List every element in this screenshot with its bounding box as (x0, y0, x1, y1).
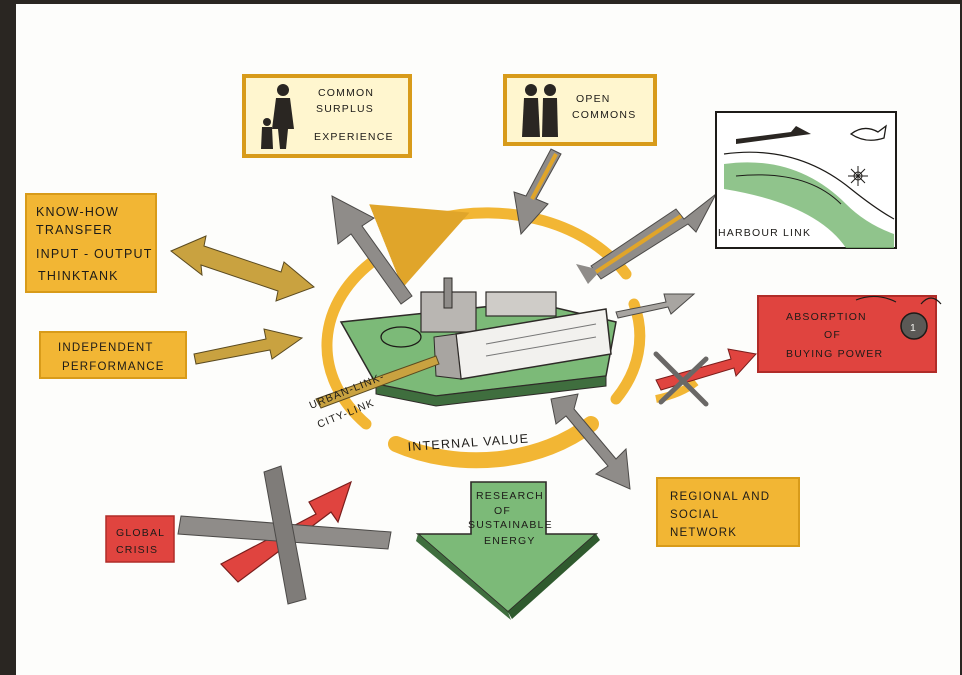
arrow-from-open-commons (513, 148, 562, 236)
arrow-know-how-double (170, 235, 315, 302)
research-line-4: ENERGY (484, 535, 536, 547)
know-how-line-1: KNOW-HOW (36, 205, 119, 219)
absorption-line-1: ABSORPTION (786, 311, 867, 323)
common-surplus-line-2: SURPLUS (316, 103, 374, 115)
absorption-line-3: BUYING POWER (786, 348, 883, 360)
box-absorption: 1 ABSORPTION OF BUYING POWER (757, 295, 942, 373)
independent-line-2: PERFORMANCE (62, 361, 165, 373)
sketch-canvas: COMMON SURPLUS EXPERIENCE OPEN COMMONS K… (16, 4, 960, 675)
regional-line-3: NETWORK (670, 527, 737, 539)
global-crisis-line-1: GLOBAL (116, 527, 165, 539)
open-commons-line-2: COMMONS (572, 109, 636, 121)
box-know-how: KNOW-HOW TRANSFER INPUT - OUTPUT THINKTA… (25, 193, 157, 293)
coin-label: 1 (910, 322, 917, 334)
know-how-line-4: THINKTANK (38, 269, 119, 283)
global-crisis-line-2: CRISIS (116, 544, 158, 556)
arrow-to-right (615, 293, 696, 319)
coin-icon (900, 312, 928, 340)
arrow-research-energy (415, 481, 600, 620)
ship-icon (736, 126, 811, 144)
regional-line-2: SOCIAL (670, 509, 719, 521)
arrow-to-top-left (331, 195, 413, 305)
research-line-1: RESEARCH (476, 490, 544, 502)
arrow-regional-network (550, 393, 631, 490)
arrow-harbour-link (576, 193, 717, 284)
know-how-line-2: TRANSFER (36, 223, 113, 237)
blocked-crisis-arrow (177, 465, 392, 605)
box-open-commons: OPEN COMMONS (503, 74, 657, 146)
know-how-line-3: INPUT - OUTPUT (36, 247, 153, 261)
fish-icon (849, 124, 887, 141)
box-independent-performance: INDEPENDENT PERFORMANCE (39, 331, 187, 379)
box-common-surplus: COMMON SURPLUS EXPERIENCE (242, 74, 412, 158)
arrow-urban-link (315, 355, 440, 409)
regional-line-1: REGIONAL AND (670, 491, 770, 503)
research-line-3: SUSTAINABLE (468, 519, 553, 531)
independent-line-1: INDEPENDENT (58, 342, 154, 354)
common-surplus-line-3: EXPERIENCE (314, 131, 394, 143)
open-commons-line-1: OPEN (576, 93, 611, 105)
blocked-absorption-arrow (653, 348, 757, 407)
family-figures-icon (261, 84, 294, 149)
box-regional-network: REGIONAL AND SOCIAL NETWORK (656, 477, 800, 547)
harbour-link-label: HARBOUR LINK (718, 227, 811, 239)
people-figures-icon (522, 84, 558, 137)
box-global-crisis: GLOBAL CRISIS (105, 515, 175, 563)
research-line-2: OF (494, 505, 511, 517)
sun-icon (848, 166, 868, 186)
hands-icon (855, 295, 942, 305)
central-building (339, 277, 617, 407)
absorption-line-2: OF (824, 329, 841, 341)
common-surplus-line-1: COMMON (318, 87, 374, 99)
arrow-independent-performance (193, 328, 304, 365)
value-diagram: COMMON SURPLUS EXPERIENCE OPEN COMMONS K… (25, 74, 942, 620)
box-harbour-link: HARBOUR LINK (715, 111, 897, 249)
